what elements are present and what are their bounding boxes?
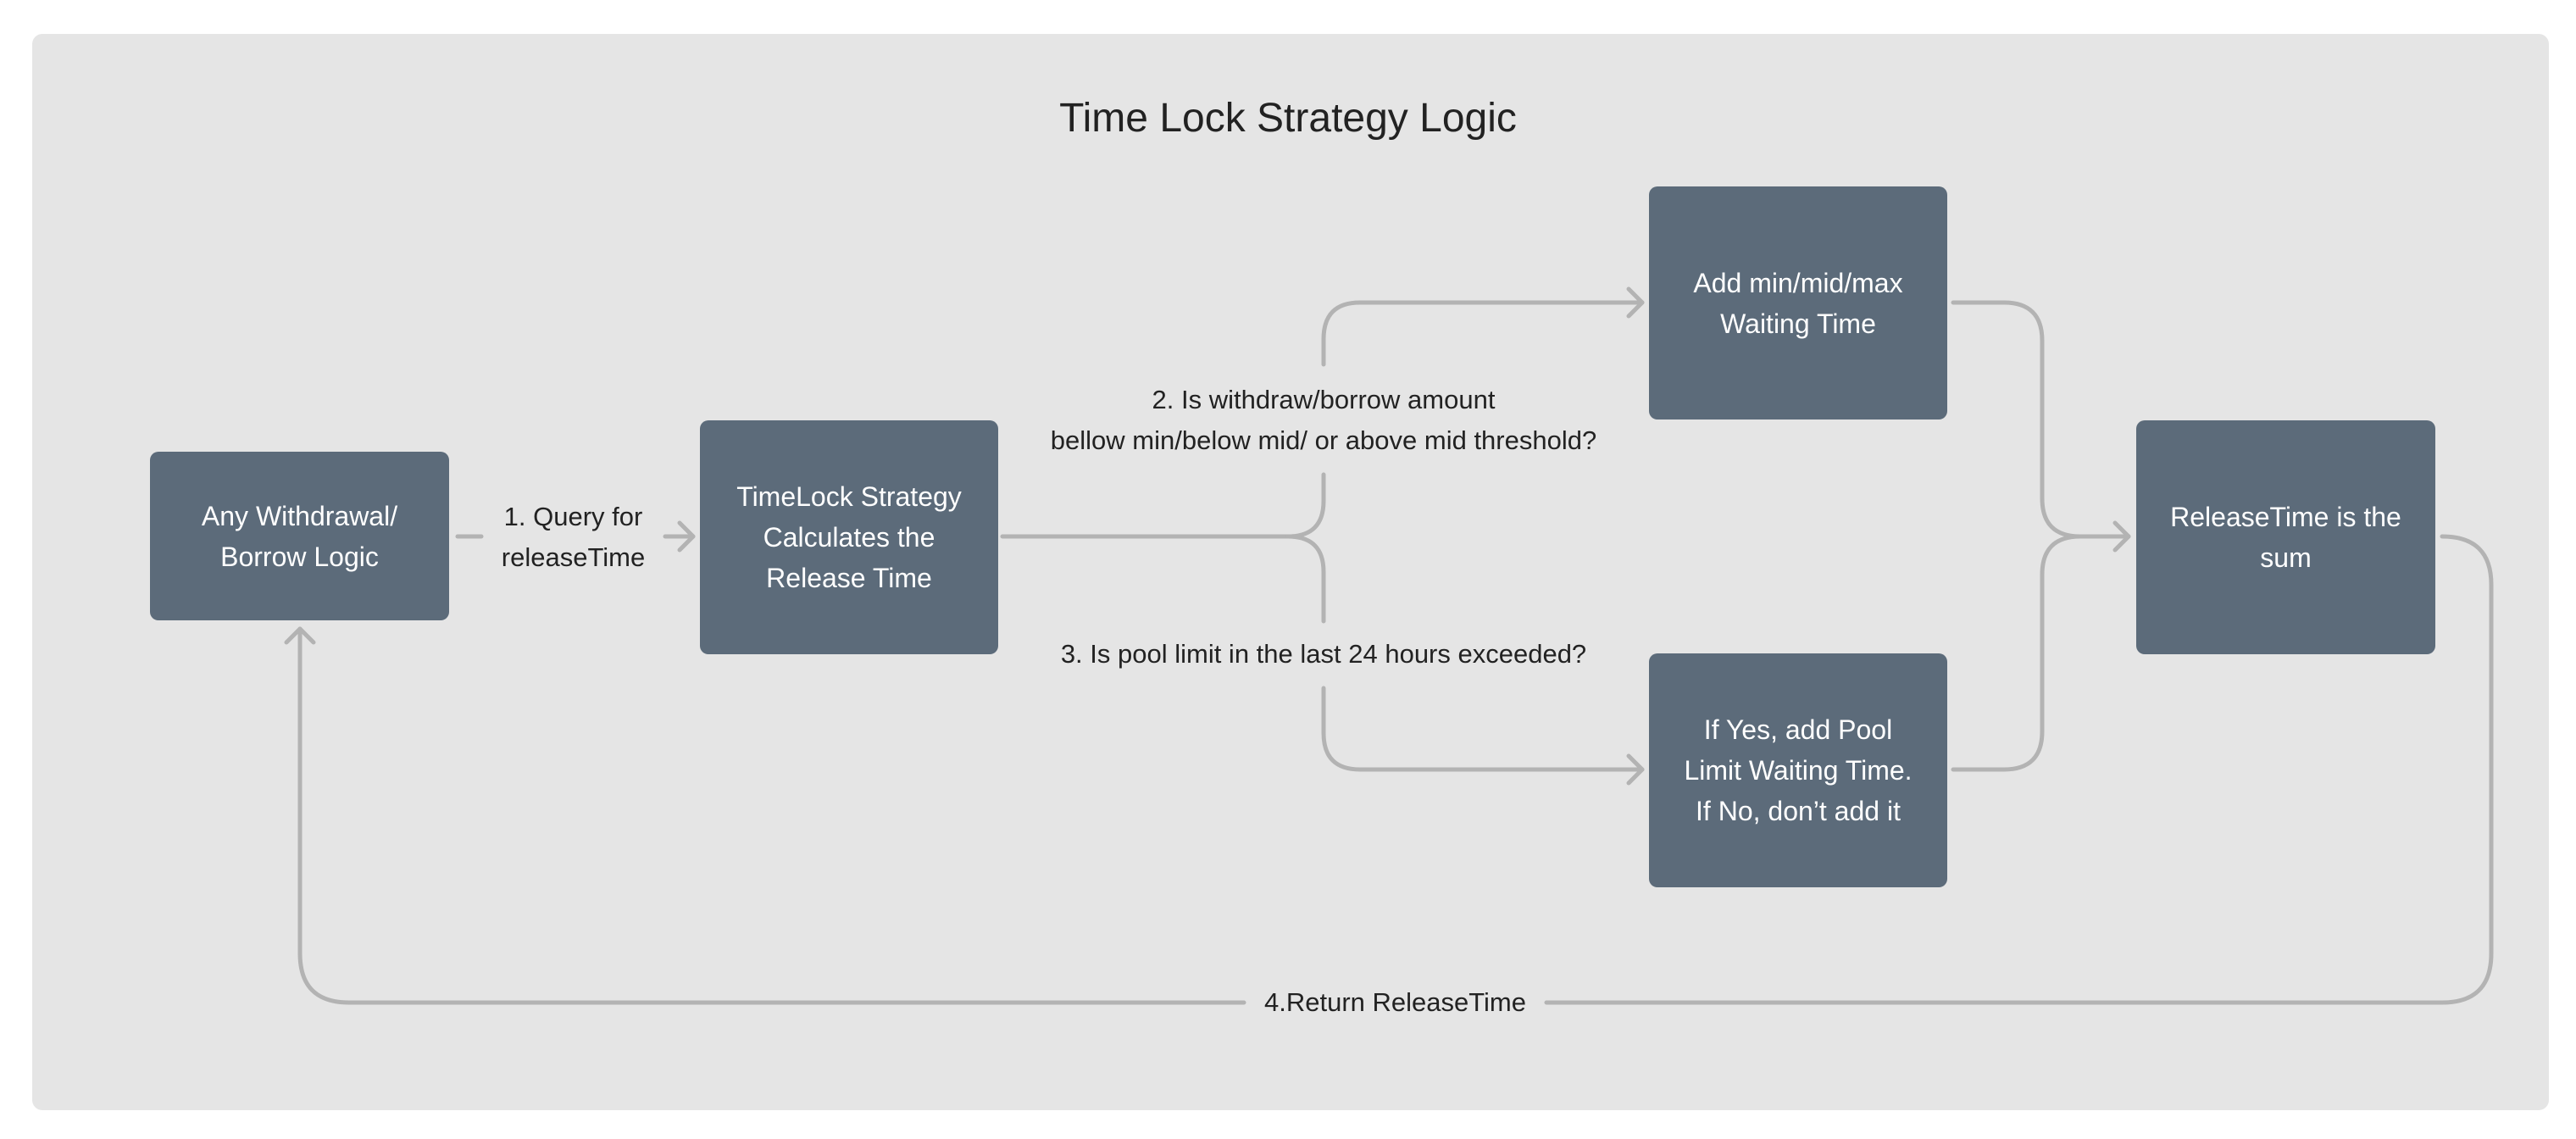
- diagram-canvas: [32, 34, 2549, 1110]
- edge-label-query-line-1: 1. Query for: [503, 502, 643, 531]
- edge-label-query-line-2: releaseTime: [501, 542, 646, 572]
- node-strategy-line-1: TimeLock Strategy: [736, 481, 962, 512]
- edge-waiting-to-release: [1951, 300, 2131, 539]
- edge-label-amount-line-1: 2. Is withdraw/borrow amount: [1152, 385, 1496, 414]
- edge-return-left: [297, 626, 1246, 1005]
- arrowhead-pool: [1626, 753, 1645, 786]
- node-waiting-line-2: Waiting Time: [1720, 308, 1876, 339]
- edge-strategy-trunk: [1000, 472, 1326, 539]
- node-pool-limit: If Yes, add Pool Limit Waiting Time. If …: [1649, 653, 1947, 887]
- node-pool-line-2: Limit Waiting Time.: [1684, 755, 1913, 786]
- node-withdrawal-logic: Any Withdrawal/ Borrow Logic: [150, 452, 449, 620]
- edge-return-right: [1544, 534, 2494, 1005]
- node-strategy-line-3: Release Time: [766, 563, 932, 593]
- node-pool-line-3: If No, don’t add it: [1696, 796, 1901, 826]
- arrowhead-waiting: [1626, 286, 1645, 319]
- edge-label-amount-line-2: bellow min/below mid/ or above mid thres…: [1050, 425, 1597, 455]
- node-pool-line-1: If Yes, add Pool: [1703, 714, 1893, 745]
- node-release-line-2: sum: [2260, 542, 2312, 573]
- edge-label-query: 1. Query for releaseTime: [481, 497, 665, 578]
- diagram-title: Time Lock Strategy Logic: [1059, 96, 1517, 141]
- node-strategy-line-2: Calculates the: [763, 522, 935, 553]
- node-waiting-line-1: Add min/mid/max: [1693, 267, 1903, 298]
- edge-label-return-text: 4.Return ReleaseTime: [1264, 987, 1526, 1017]
- arrowhead-strategy: [677, 520, 696, 553]
- edge-branch-lower-stub: [1285, 534, 1326, 624]
- node-withdrawal-line-1: Any Withdrawal/: [201, 500, 398, 531]
- arrowhead-withdrawal: [284, 626, 316, 645]
- edge-to-pool-lower: [1321, 686, 1645, 772]
- node-release-time-sum: ReleaseTime is the sum: [2136, 420, 2435, 654]
- edge-label-amount: 2. Is withdraw/borrow amount bellow min/…: [993, 380, 1654, 461]
- arrowhead-release: [2112, 520, 2131, 553]
- edge-pool-to-release: [1951, 534, 2083, 772]
- edge-label-pool-limit: 3. Is pool limit in the last 24 hours ex…: [993, 634, 1654, 675]
- node-withdrawal-line-2: Borrow Logic: [220, 541, 379, 572]
- node-add-waiting-time: Add min/mid/max Waiting Time: [1649, 186, 1947, 419]
- node-timelock-strategy: TimeLock Strategy Calculates the Release…: [700, 420, 998, 654]
- node-release-line-1: ReleaseTime is the: [2170, 502, 2401, 532]
- edge-to-waiting-upper: [1321, 300, 1645, 367]
- edge-label-pool-limit-text: 3. Is pool limit in the last 24 hours ex…: [1060, 639, 1587, 669]
- edge-label-return: 4.Return ReleaseTime: [1244, 982, 1546, 1023]
